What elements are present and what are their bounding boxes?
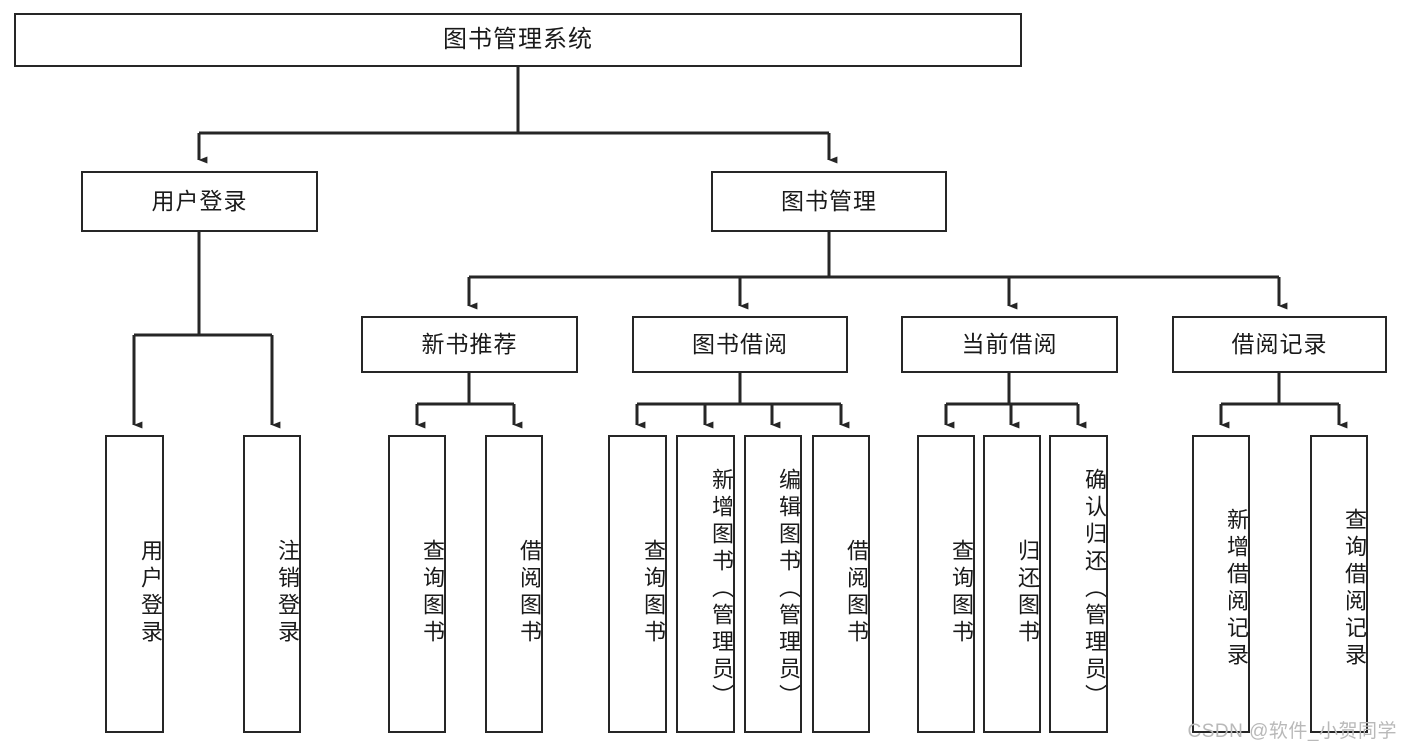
leaf-add-borrow-record[interactable]: 新增借阅记录 (1192, 435, 1250, 733)
node-user-login[interactable]: 用户登录 (81, 171, 318, 232)
node-label: 确认归还（管理员） (1082, 467, 1107, 711)
leaf-query-book-current[interactable]: 查询图书 (917, 435, 975, 733)
node-label: 借阅记录 (1231, 330, 1328, 357)
leaf-user-login[interactable]: 用户登录 (105, 435, 164, 733)
leaf-logout-login[interactable]: 注销登录 (243, 435, 301, 733)
node-label: 新书推荐 (421, 330, 518, 357)
node-label: 借阅图书 (844, 539, 869, 647)
csdn-watermark: CSDN @软件_小贺同学 (1187, 721, 1397, 742)
node-root-system[interactable]: 图书管理系统 (14, 13, 1022, 67)
node-label: 查询图书 (949, 539, 974, 647)
leaf-edit-book-admin[interactable]: 编辑图书（管理员） (744, 435, 802, 733)
leaf-return-book[interactable]: 归还图书 (983, 435, 1041, 733)
node-label: 借阅图书 (517, 539, 542, 647)
node-label: 查询图书 (641, 539, 666, 647)
node-label: 查询图书 (420, 539, 445, 647)
leaf-query-book-borrow[interactable]: 查询图书 (608, 435, 667, 733)
node-label: 当前借阅 (961, 330, 1058, 357)
node-book-manage[interactable]: 图书管理 (711, 171, 947, 232)
node-new-book-recommend[interactable]: 新书推荐 (361, 316, 578, 373)
leaf-add-book-admin[interactable]: 新增图书（管理员） (676, 435, 735, 733)
leaf-query-book-new-recommend[interactable]: 查询图书 (388, 435, 446, 733)
node-label: 新增借阅记录 (1224, 508, 1249, 670)
node-label: 用户登录 (138, 539, 163, 647)
leaf-confirm-return-admin[interactable]: 确认归还（管理员） (1049, 435, 1108, 733)
node-label: 图书管理 (781, 187, 877, 214)
node-label: 图书借阅 (692, 330, 788, 357)
leaf-borrow-book-borrow[interactable]: 借阅图书 (812, 435, 870, 733)
leaf-borrow-book-new-recommend[interactable]: 借阅图书 (485, 435, 543, 733)
node-label: 图书管理系统 (443, 25, 593, 53)
node-borrow-record[interactable]: 借阅记录 (1172, 316, 1387, 373)
node-label: 查询借阅记录 (1342, 508, 1367, 670)
node-label: 编辑图书（管理员） (776, 467, 801, 711)
node-label: 新增图书（管理员） (709, 467, 734, 711)
node-current-borrow[interactable]: 当前借阅 (901, 316, 1118, 373)
node-book-borrow[interactable]: 图书借阅 (632, 316, 848, 373)
leaf-query-borrow-record[interactable]: 查询借阅记录 (1310, 435, 1368, 733)
node-label: 归还图书 (1015, 539, 1040, 647)
node-label: 用户登录 (151, 187, 248, 214)
node-label: 注销登录 (275, 539, 300, 647)
